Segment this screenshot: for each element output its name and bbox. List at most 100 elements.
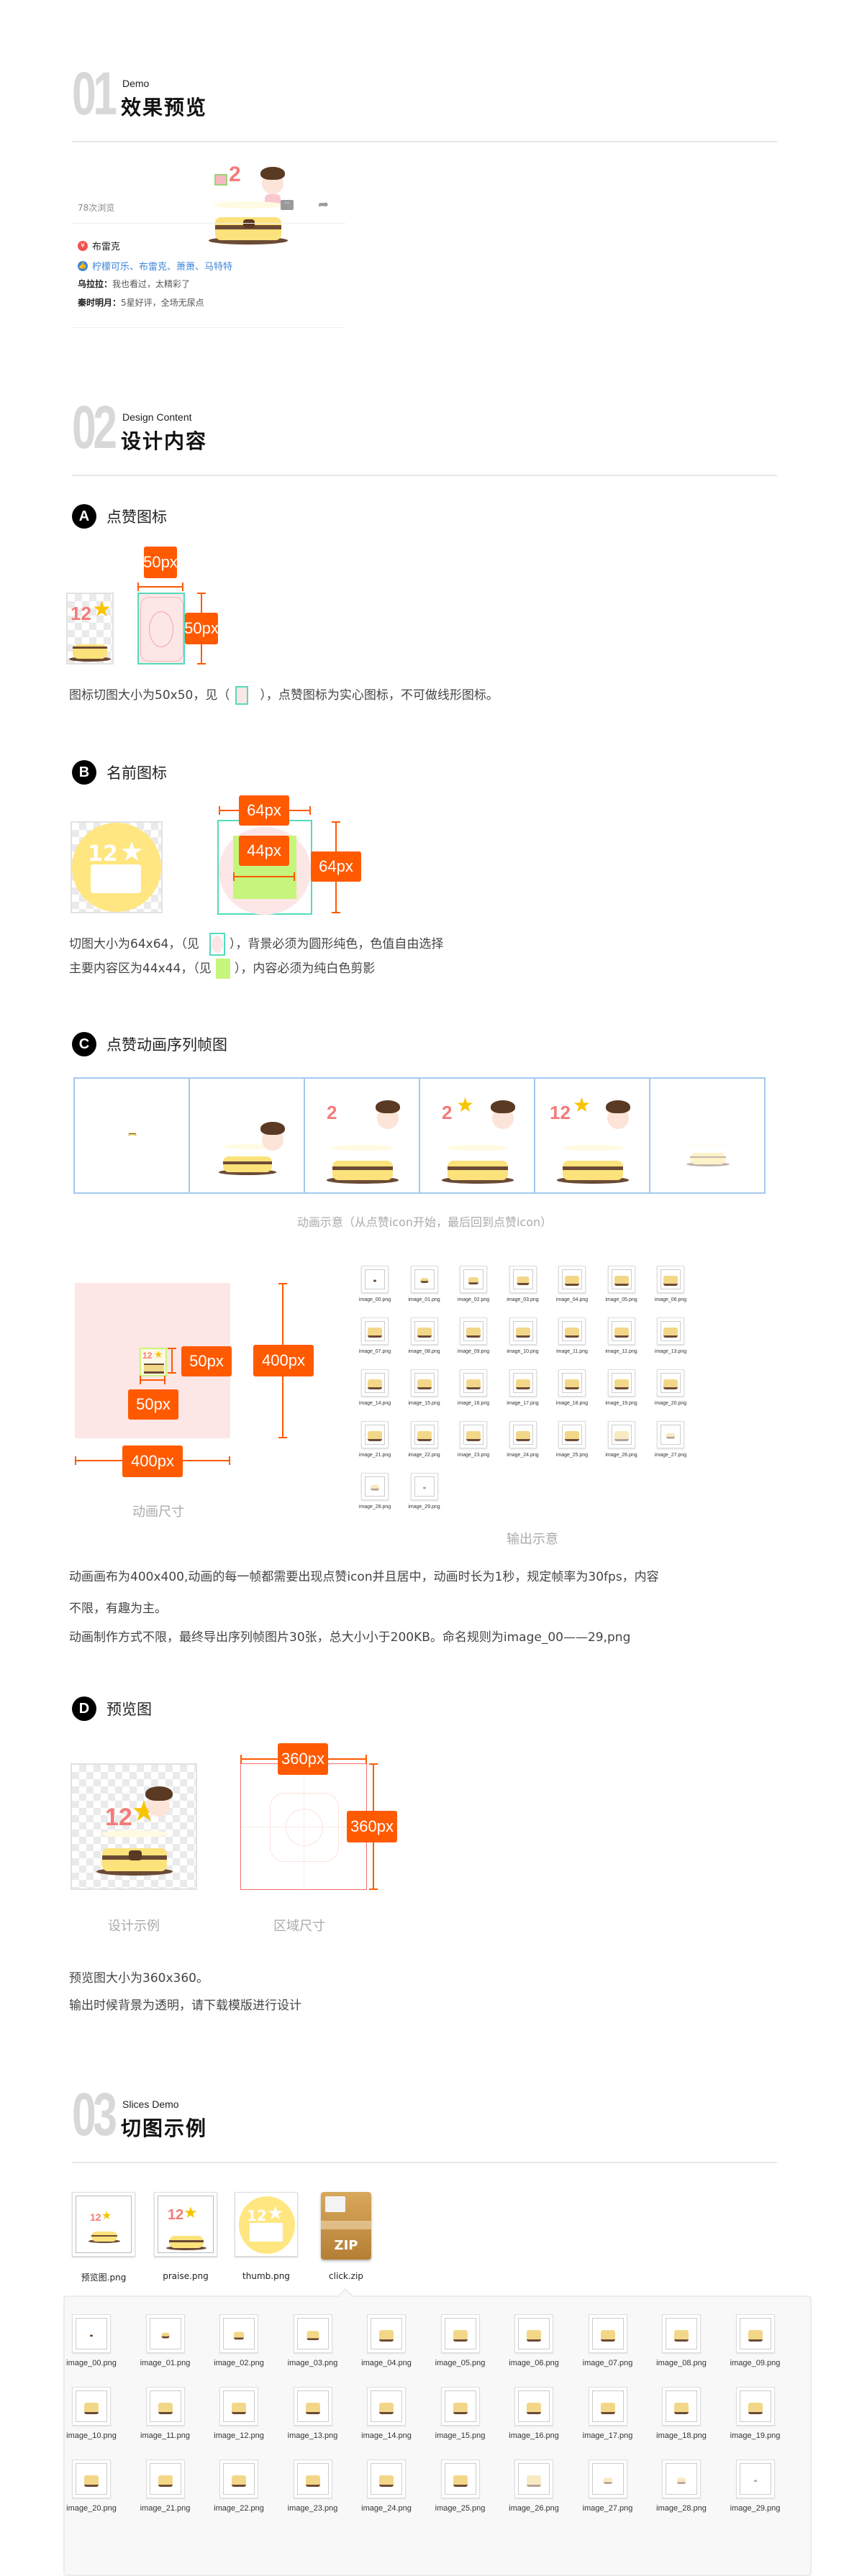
thumb-icon-sample: 12 ★ — [71, 821, 163, 913]
card-bottom-divider — [72, 327, 345, 328]
output-file-thumbnail[interactable] — [361, 1421, 389, 1448]
frame-preview — [600, 2402, 615, 2414]
zip-file-thumbnail[interactable] — [662, 2387, 701, 2426]
zip-file-thumbnail[interactable] — [735, 2314, 775, 2353]
output-file-thumbnail[interactable] — [410, 1473, 438, 1500]
zip-file-label: image_29.png — [730, 2504, 781, 2513]
output-file-thumbnail[interactable] — [607, 1266, 635, 1293]
zip-file-thumbnail[interactable] — [72, 2387, 111, 2426]
output-file-thumbnail[interactable] — [607, 1369, 635, 1397]
output-file-thumbnail[interactable] — [361, 1266, 389, 1293]
zip-file-thumbnail[interactable] — [293, 2387, 332, 2426]
zip-file-label: image_13.png — [287, 2431, 338, 2440]
zip-archive-icon[interactable]: ZIP — [321, 2192, 371, 2260]
output-file-thumbnail[interactable] — [607, 1421, 635, 1448]
zip-file-thumbnail[interactable] — [219, 2387, 258, 2426]
section-header-demo: 01 Demo 效果预览 — [72, 63, 777, 142]
output-file-thumbnail[interactable] — [558, 1317, 586, 1345]
output-file-thumbnail[interactable] — [607, 1317, 635, 1345]
output-file-thumbnail[interactable] — [361, 1369, 389, 1397]
frame-preview — [677, 2477, 686, 2485]
output-file-thumbnail[interactable] — [657, 1421, 684, 1448]
thumb-spec-box — [217, 820, 312, 915]
zip-file-thumbnail[interactable] — [514, 2314, 553, 2353]
frame-preview — [161, 2332, 169, 2339]
slice-file-label: click.zip — [329, 2271, 363, 2281]
zip-file-thumbnail[interactable] — [514, 2387, 553, 2426]
frame-preview — [515, 1327, 530, 1338]
zip-file-thumbnail[interactable] — [440, 2314, 480, 2353]
output-file-thumbnail[interactable] — [460, 1266, 487, 1293]
output-file-thumbnail[interactable] — [509, 1421, 537, 1448]
zip-file-thumbnail[interactable] — [662, 2314, 701, 2353]
zip-file-thumbnail[interactable] — [219, 2459, 258, 2498]
output-file-thumbnail[interactable] — [509, 1369, 537, 1397]
output-file-thumbnail[interactable] — [509, 1266, 537, 1293]
frame-preview — [453, 2329, 468, 2342]
comment-user[interactable]: 乌拉拉： — [78, 279, 113, 289]
output-file-thumbnail[interactable] — [410, 1421, 438, 1448]
output-file-label: image_09.png — [457, 1349, 490, 1354]
zip-file-thumbnail[interactable] — [440, 2459, 480, 2498]
zip-file-thumbnail[interactable] — [367, 2459, 406, 2498]
zip-file-thumbnail[interactable] — [514, 2459, 553, 2498]
zip-file-label: image_17.png — [582, 2431, 633, 2440]
output-file-label: image_20.png — [654, 1401, 687, 1406]
zip-file-thumbnail[interactable] — [145, 2314, 185, 2353]
output-file-thumbnail[interactable] — [460, 1369, 487, 1397]
zip-file-label: image_14.png — [361, 2431, 412, 2440]
zip-file-thumbnail[interactable] — [588, 2314, 627, 2353]
zip-file-thumbnail[interactable] — [588, 2459, 627, 2498]
output-file-thumbnail[interactable] — [657, 1369, 684, 1397]
zip-file-label: image_12.png — [214, 2431, 264, 2440]
author-row: ¥ 布雷克 — [78, 239, 120, 252]
zip-file-thumbnail[interactable] — [145, 2387, 185, 2426]
output-file-thumbnail[interactable] — [361, 1317, 389, 1345]
share-icon[interactable]: ➦ — [318, 197, 330, 212]
frame-preview — [565, 1379, 579, 1389]
zip-file-thumbnail[interactable] — [735, 2459, 775, 2498]
output-file-thumbnail[interactable] — [657, 1266, 684, 1293]
circle-swatch — [209, 933, 225, 956]
frame-preview — [527, 2402, 541, 2414]
zip-file-thumbnail[interactable] — [293, 2314, 332, 2353]
zip-file-thumbnail[interactable] — [662, 2459, 701, 2498]
frame-preview — [466, 1379, 481, 1389]
zip-file-thumbnail[interactable] — [440, 2387, 480, 2426]
zip-file-thumbnail[interactable] — [145, 2459, 185, 2498]
zip-file-thumbnail[interactable] — [219, 2314, 258, 2353]
boy-figure — [259, 1122, 288, 1154]
desc-line: 动画制作方式不限，最终导出序列帧图片30张，总大小小于200KB。命名规则为im… — [69, 1630, 631, 1645]
output-file-thumbnail[interactable] — [509, 1317, 537, 1345]
author-name[interactable]: 布雷克 — [92, 242, 121, 252]
output-file-thumbnail[interactable] — [460, 1317, 487, 1345]
likes-list[interactable]: 柠檬可乐、布雷克、萧萧、马特特 — [92, 262, 233, 273]
output-file-thumbnail[interactable] — [558, 1266, 586, 1293]
frame-preview — [234, 2331, 244, 2340]
output-file-thumbnail[interactable] — [410, 1266, 438, 1293]
output-file-thumbnail[interactable] — [460, 1421, 487, 1448]
slice-file-praise[interactable]: 12 ★ — [154, 2192, 217, 2257]
output-file-thumbnail[interactable] — [410, 1317, 438, 1345]
output-file-thumbnail[interactable] — [558, 1421, 586, 1448]
slice-file-thumb[interactable]: 12 ★ — [235, 2192, 298, 2257]
zip-file-thumbnail[interactable] — [72, 2314, 111, 2353]
zip-file-thumbnail[interactable] — [367, 2387, 406, 2426]
output-file-thumbnail[interactable] — [361, 1473, 389, 1500]
output-file-thumbnail[interactable] — [410, 1369, 438, 1397]
zip-file-thumbnail[interactable] — [735, 2387, 775, 2426]
zip-file-thumbnail[interactable] — [72, 2459, 111, 2498]
zip-file-thumbnail[interactable] — [588, 2387, 627, 2426]
zip-file-thumbnail[interactable] — [293, 2459, 332, 2498]
desc-line: 不限，有趣为主。 — [69, 1602, 167, 1616]
comment-icon[interactable]: ··· — [281, 200, 294, 210]
output-file-label: image_25.png — [555, 1453, 589, 1458]
output-file-thumbnail[interactable] — [657, 1317, 684, 1345]
slice-file-preview[interactable]: 12 ★ — [72, 2192, 135, 2257]
comment-user[interactable]: 秦时明月： — [78, 298, 122, 308]
slice-file-label: 预览图.png — [81, 2273, 127, 2283]
zip-file-thumbnail[interactable] — [367, 2314, 406, 2353]
frame-preview — [614, 1327, 629, 1338]
zip-file-label: image_15.png — [435, 2431, 486, 2440]
output-file-thumbnail[interactable] — [558, 1369, 586, 1397]
